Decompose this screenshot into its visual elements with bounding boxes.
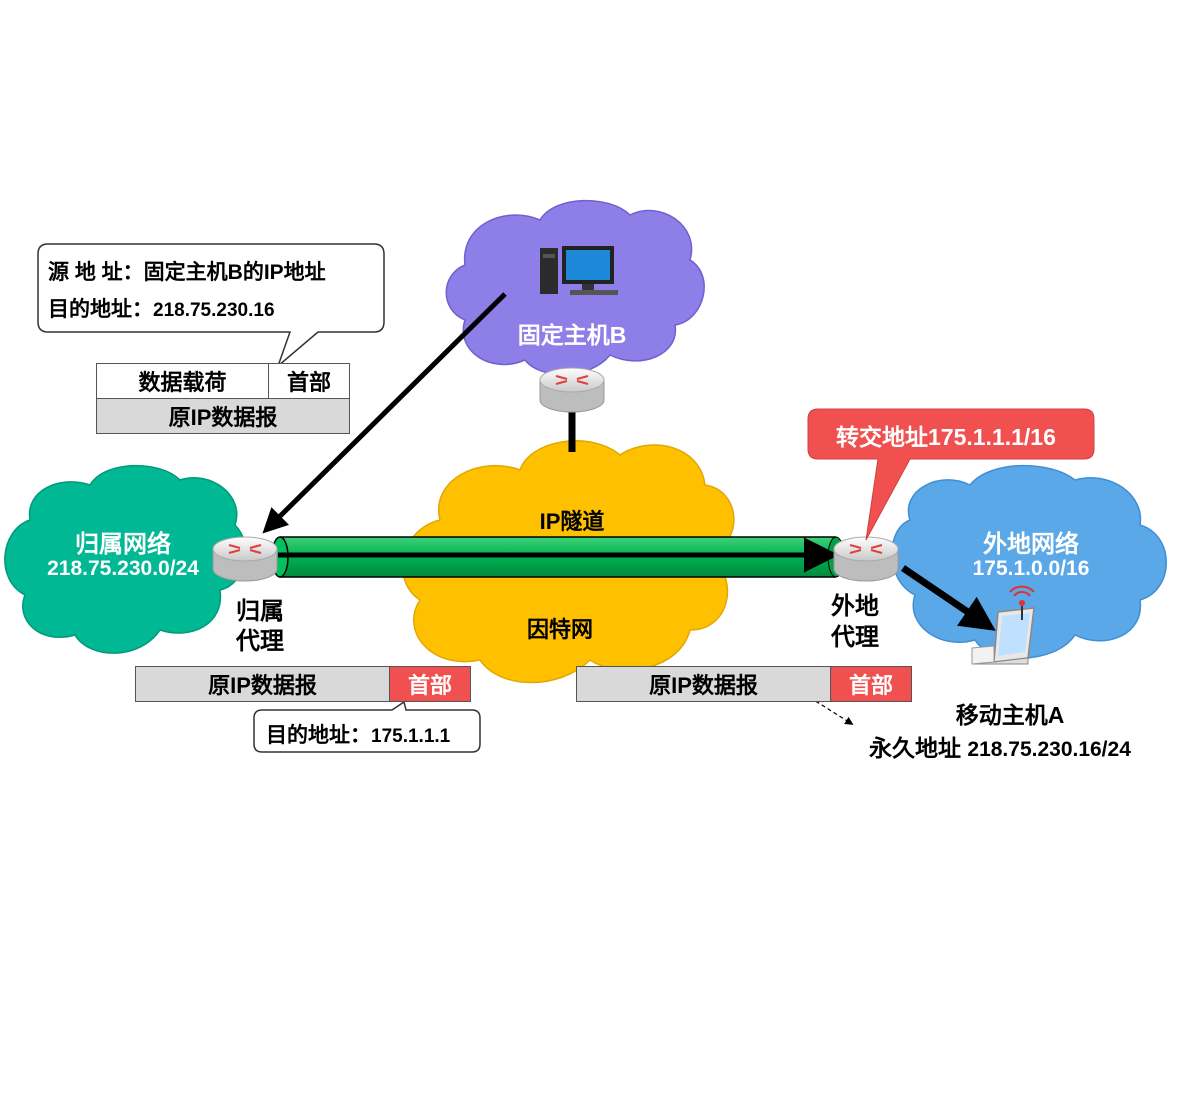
- home-network-name: 归属网络: [75, 531, 171, 558]
- home-agent-label-1: 归属: [236, 598, 284, 625]
- foreign-agent-router-icon: [832, 535, 900, 583]
- callout-dest-value: 218.75.230.16: [153, 300, 275, 321]
- fixed-host-cloud: [445, 199, 705, 376]
- home-network-prefix: 218.75.230.0/24: [47, 557, 199, 580]
- callout-source-line: 源 地 址：固定主机B的IP地址: [48, 256, 326, 286]
- permanent-address-value: 218.75.230.16/24: [967, 738, 1131, 761]
- mobile-host-permanent-line: 永久地址 218.75.230.16/24: [869, 729, 1131, 763]
- foreign-network-name: 外地网络: [983, 531, 1079, 558]
- foreign-agent-label-1: 外地: [831, 593, 879, 620]
- foreign-network-prefix: 175.1.0.0/16: [972, 557, 1090, 580]
- desktop-computer-icon: [540, 246, 618, 295]
- callout-source-label: 源 地 址：: [48, 261, 144, 284]
- foreign-agent-to-mobile-arrow: [901, 565, 996, 631]
- care-of-address-text: 转交地址175.1.1.1/16: [836, 424, 1056, 450]
- home-agent-label-2: 代理: [236, 628, 284, 655]
- tunnel-dest-value: 175.1.1.1: [371, 726, 451, 747]
- callout-dest-line: 目的地址：218.75.230.16: [48, 293, 275, 323]
- header-cell: 首部: [268, 363, 350, 399]
- original-datagram-cell: 原IP数据报: [96, 398, 350, 434]
- tunnel-datagram-left-body: 原IP数据报: [135, 666, 390, 702]
- home-network-cloud: [4, 464, 247, 654]
- care-of-callout-bubble: [807, 408, 1095, 541]
- permanent-address-label: 永久地址: [869, 735, 961, 761]
- tunnel-datagram-right-header: 首部: [830, 666, 912, 702]
- tunnel-address-callout-bubble: [253, 700, 481, 753]
- callout-dest-label: 目的地址：: [48, 298, 153, 321]
- payload-cell: 数据载荷: [96, 363, 269, 399]
- home-agent-router-icon: [211, 535, 279, 583]
- host-to-home-agent-arrow: [262, 292, 507, 534]
- mobile-host-name: 移动主机A: [955, 702, 1065, 728]
- tunnel-dest-label: 目的地址：: [266, 724, 371, 747]
- tunnel-datagram-left-header: 首部: [389, 666, 471, 702]
- fixed-host-label: 固定主机B: [517, 322, 627, 348]
- foreign-agent-label-2: 代理: [831, 624, 879, 651]
- wireless-laptop-icon: [971, 585, 1035, 665]
- callout-source-value: 固定主机B的IP地址: [143, 261, 326, 284]
- tunnel-datagram-right-body: 原IP数据报: [576, 666, 831, 702]
- tunnel-dest-line: 目的地址：175.1.1.1: [266, 719, 450, 749]
- tunnel-label: IP隧道: [539, 509, 605, 534]
- internet-label: 因特网: [526, 617, 594, 642]
- address-callout-bubble: [37, 243, 385, 369]
- fixed-host-router-icon: [538, 366, 606, 414]
